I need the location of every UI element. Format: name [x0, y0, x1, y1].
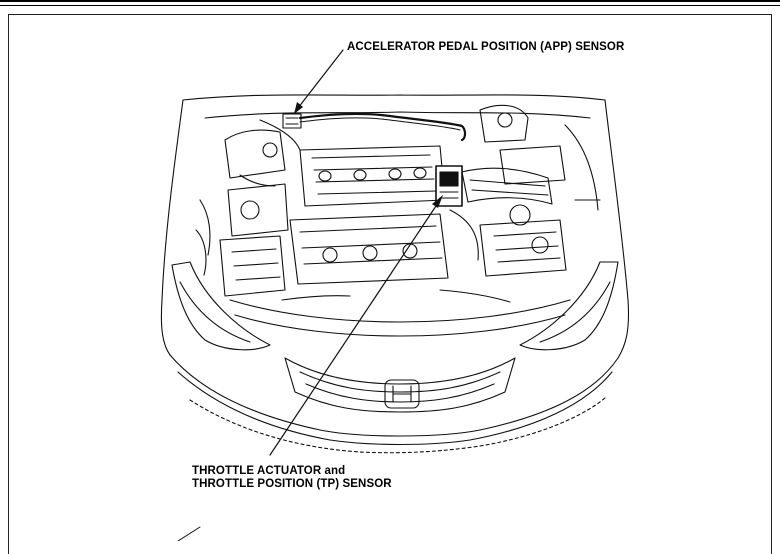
reservoir [479, 104, 529, 143]
bottom-stray-line [177, 526, 201, 541]
app-arrowhead [294, 102, 303, 114]
tp-leader-line [269, 199, 441, 456]
throttle-body-component [435, 165, 463, 207]
emblem [384, 379, 420, 409]
app-leader-line [297, 49, 344, 109]
left-headlight [171, 261, 271, 351]
engine-bay-illustration [160, 49, 630, 541]
header-rule-thin [0, 5, 780, 6]
header-rule [0, 0, 780, 2]
app-harness [298, 112, 467, 142]
engine-cover [289, 213, 449, 285]
tp-arrowhead [432, 195, 443, 208]
app-sensor-label: ACCELERATOR PEDAL POSITION (APP) SENSOR [347, 41, 625, 53]
throttle-label-line2: THROTTLE POSITION (TP) SENSOR [192, 478, 392, 490]
left-fender-outline [160, 99, 184, 356]
right-headlight [519, 261, 619, 351]
front-bumper-outline [169, 354, 619, 437]
app-sensor-component [282, 113, 302, 129]
diagram-frame [8, 14, 772, 554]
throttle-sensor-label: THROTTLE ACTUATOR and THROTTLE POSITION … [192, 465, 392, 491]
air-intake-duct [461, 167, 553, 205]
throttle-label-line1: THROTTLE ACTUATOR and [192, 465, 346, 477]
grille [284, 357, 516, 413]
right-fender-outline [604, 99, 630, 359]
